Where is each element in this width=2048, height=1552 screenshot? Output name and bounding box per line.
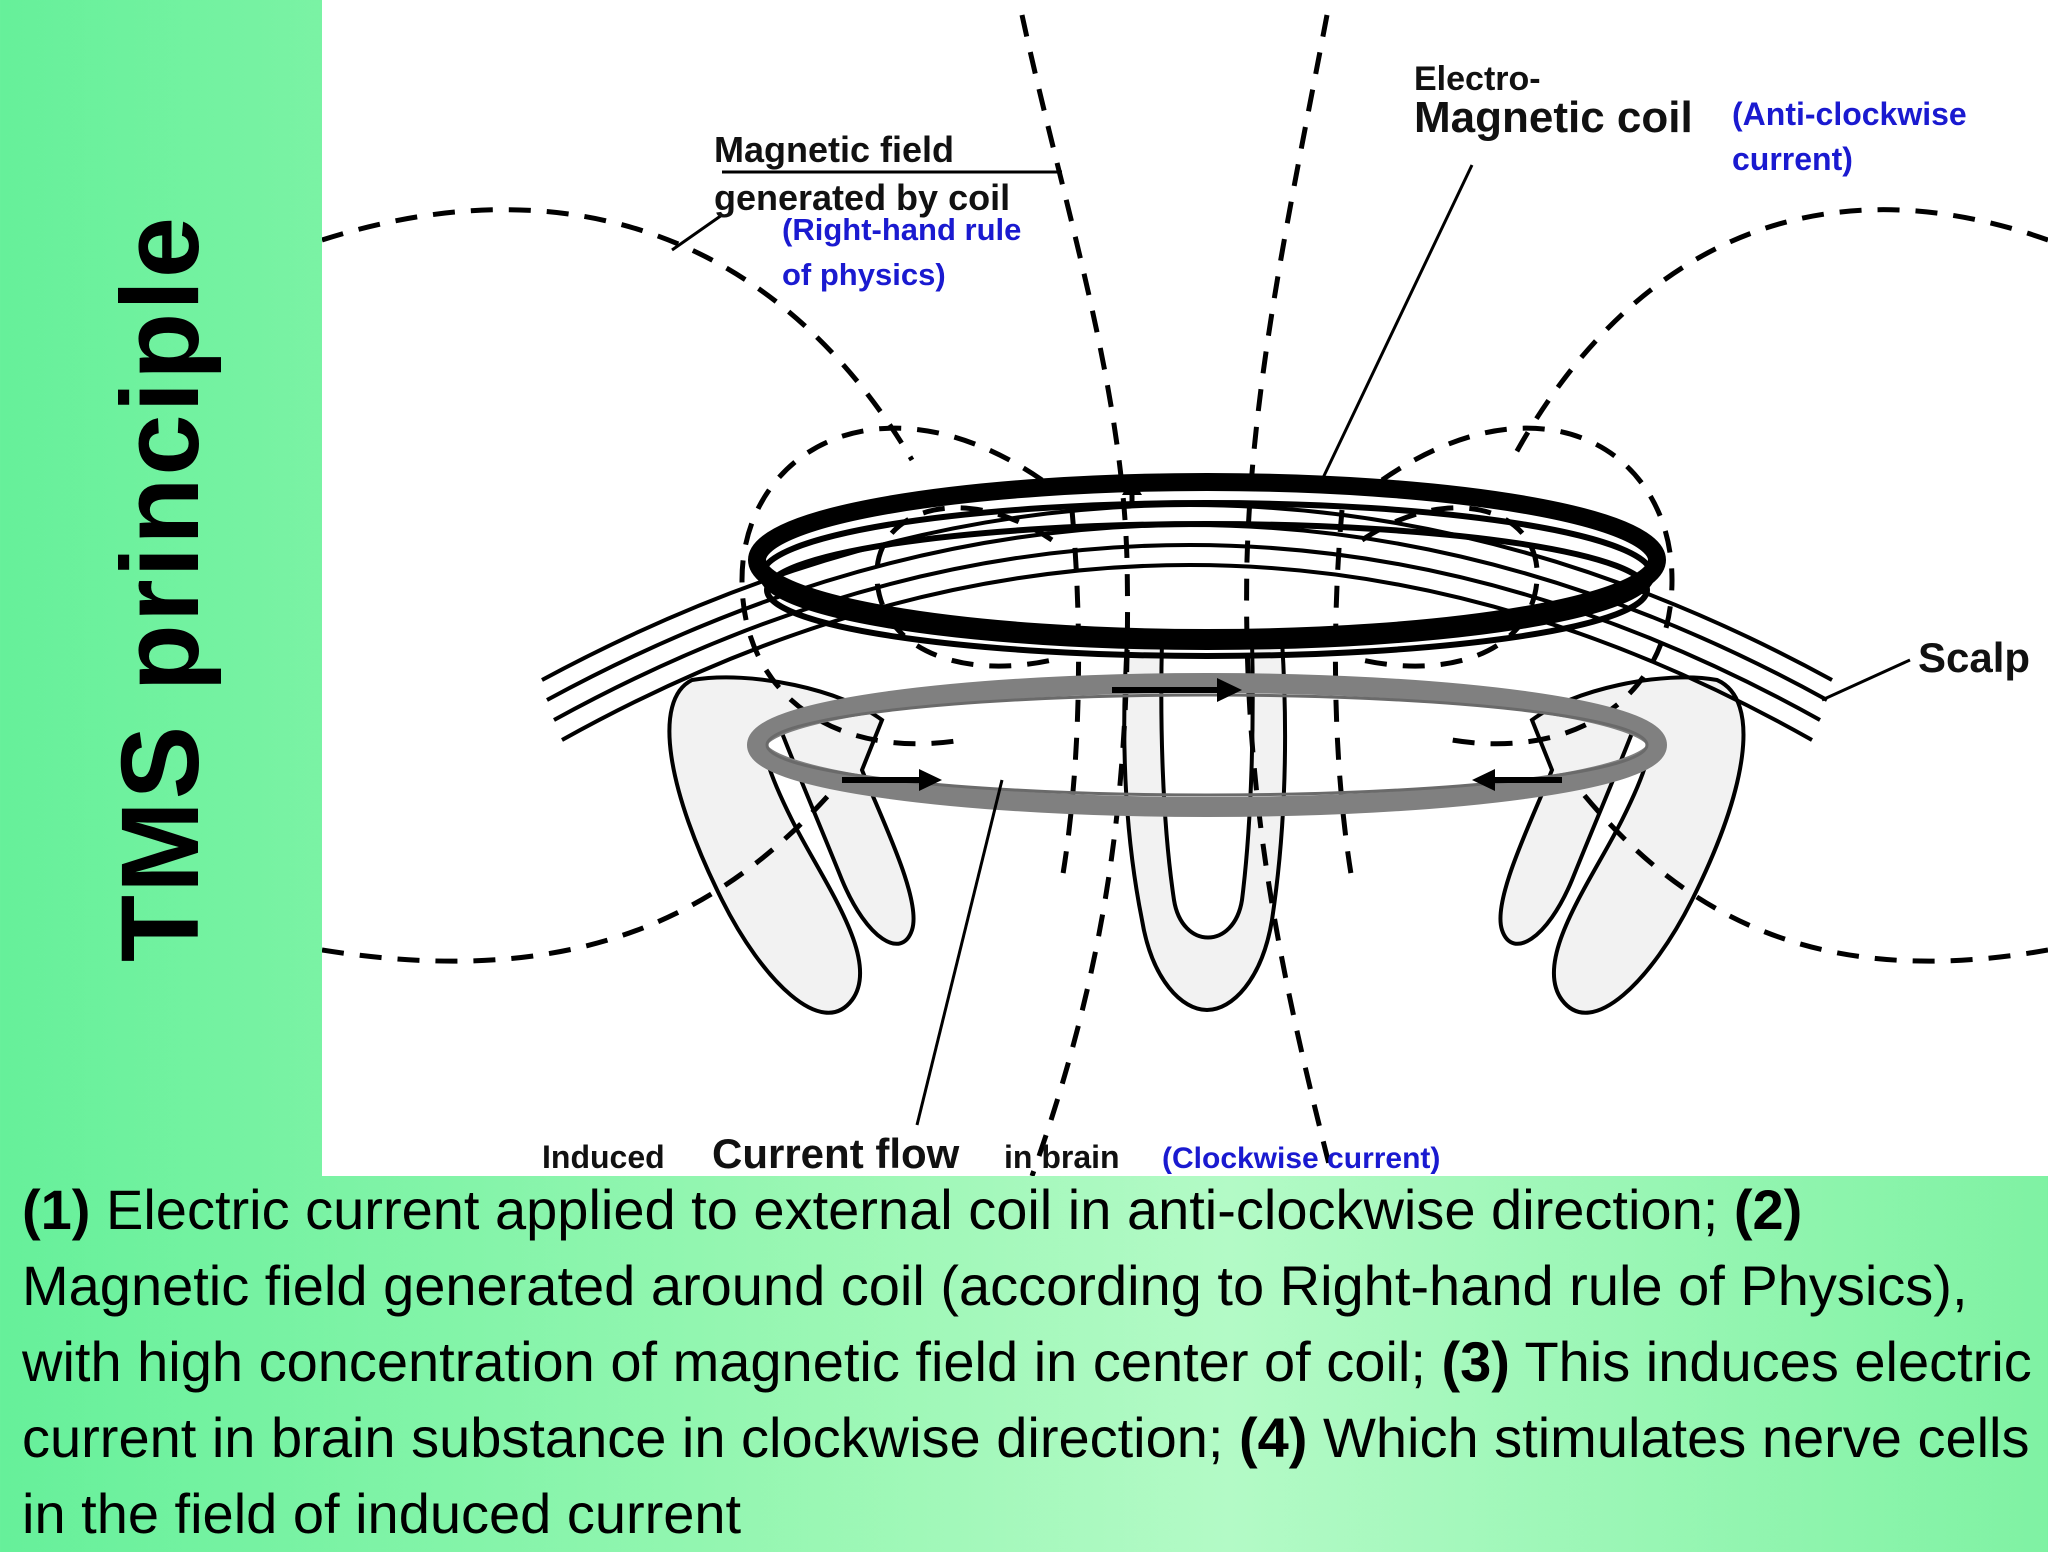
current-arrows (842, 478, 1562, 791)
label-anti-clockwise-line2: current) (1732, 141, 1853, 177)
electromagnetic-coil (748, 473, 1666, 659)
label-induced: Induced (542, 1139, 665, 1175)
caption-step-3-number: (3) (1441, 1330, 1510, 1393)
arrow-center-flow-head (1217, 678, 1242, 702)
label-anti-clockwise-line1: (Anti-clockwise (1732, 96, 1967, 132)
tms-diagram: Magnetic field generated by coil (Right-… (322, 0, 2048, 1176)
label-magnetic-field-line2: generated by coil (714, 177, 1010, 218)
field-line-center-left (1019, 14, 1131, 1176)
field-line-outer-right-bottom (1570, 778, 2048, 964)
label-clockwise: (Clockwise current) (1162, 1142, 1440, 1175)
caption-step-2-text: Magnetic field generated around coil (ac… (22, 1254, 1968, 1393)
label-magnetic-coil: Magnetic coil (1414, 93, 1693, 142)
field-line-inner-right (1360, 505, 1540, 669)
field-line-outer-right-top (1509, 207, 2048, 462)
leader-magnetic-coil (1320, 164, 1474, 481)
caption-step-3-text: This induces electric current in brain s… (22, 1330, 2032, 1469)
induced-current-ring-inner (765, 693, 1649, 797)
label-right-hand-rule-line2: of physics) (782, 257, 946, 292)
field-line-center-b (1332, 509, 1355, 881)
induced-current-ring (747, 673, 1667, 817)
field-line-outer-left-top (322, 207, 915, 462)
field-line-center-a (1059, 509, 1082, 881)
slide-title-area: TMS principle (0, 0, 322, 1176)
field-line-outer-left-bottom (322, 778, 844, 964)
caption-step-4-text: Which stimulates nerve cells in the fiel… (22, 1406, 2030, 1545)
label-scalp: Scalp (1918, 634, 2030, 681)
arrow-coil-up-head (1122, 478, 1142, 495)
caption-step-1-text: Electric current applied to external coi… (90, 1178, 1734, 1241)
arrow-right-flow-head (1472, 769, 1495, 791)
slide-title: TMS principle (99, 214, 223, 962)
label-electro: Electro- (1414, 60, 1541, 98)
leader-current-flow (915, 779, 1004, 1126)
leader-scalp (1821, 658, 1911, 702)
field-line-inner-left (874, 505, 1054, 669)
label-in-brain: in brain (1004, 1139, 1120, 1175)
leader-lines (671, 164, 1911, 1126)
field-line-mid-left (739, 425, 1044, 747)
caption-step-4-number: (4) (1239, 1406, 1308, 1469)
field-line-center-right (1244, 14, 1335, 1176)
field-line-mid-right (1380, 425, 1675, 747)
label-magnetic-field-line1: Magnetic field (714, 129, 954, 170)
label-current-flow: Current flow (712, 1130, 960, 1176)
gyrus-center (1122, 638, 1287, 1013)
arrow-left-flow-head (919, 769, 942, 791)
tms-diagram-svg: Magnetic field generated by coil (Right-… (322, 14, 2048, 1176)
label-right-hand-rule-line1: (Right-hand rule (782, 212, 1021, 247)
magnetic-field-lines (322, 14, 2048, 1176)
leader-magnetic-field (671, 170, 1062, 252)
caption: (1) Electric current applied to external… (22, 1172, 2032, 1552)
caption-step-1-number: (1) (22, 1178, 91, 1241)
caption-step-2-number: (2) (1733, 1178, 1803, 1241)
